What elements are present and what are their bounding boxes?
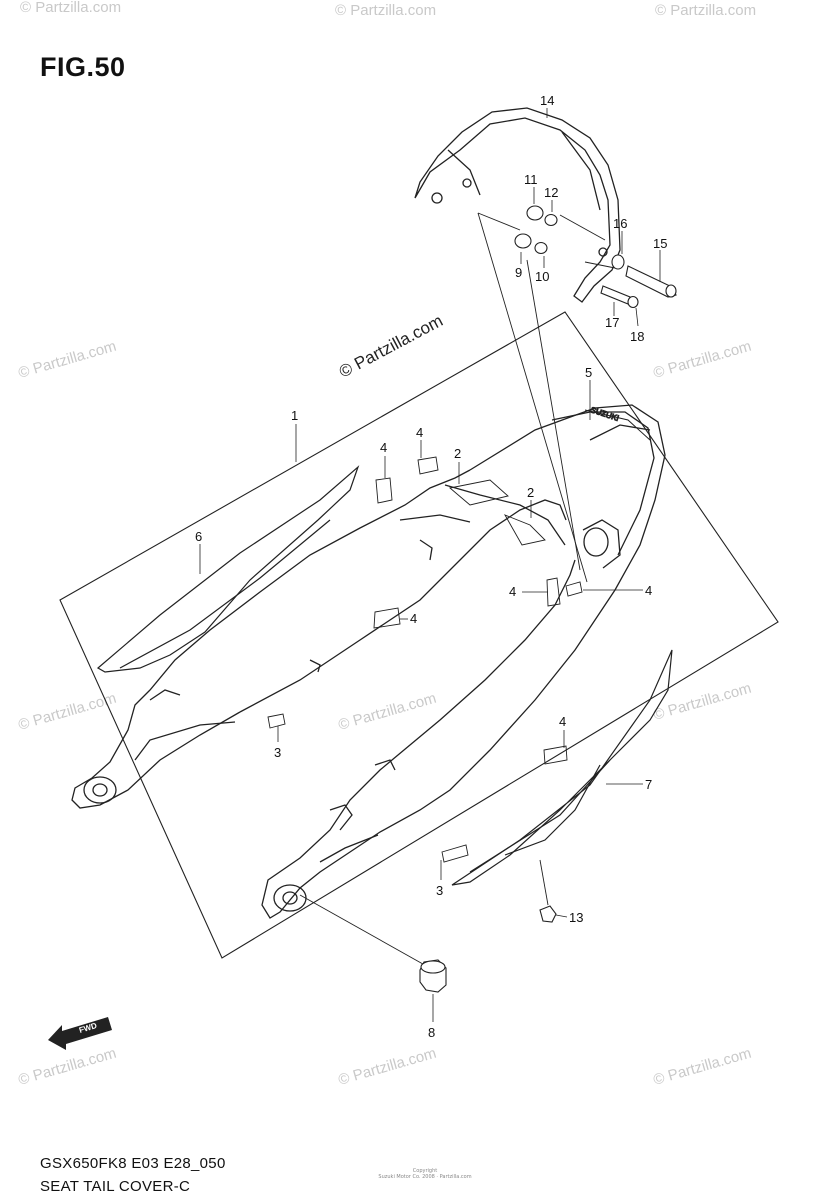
sticker-part-4 [565, 581, 583, 597]
emblem-part-2 [503, 514, 546, 546]
copyright-note: Copyright Suzuki Motor Co. 2008 · Partzi… [360, 1168, 490, 1180]
grab-rail-part-14 [414, 107, 621, 303]
callout-3: 3 [436, 883, 443, 898]
callout-10: 10 [535, 269, 549, 284]
washer-part-16 [611, 254, 625, 270]
callout-4: 4 [416, 425, 423, 440]
svg-text:SUZUKI: SUZUKI [589, 405, 620, 423]
callout-4: 4 [559, 714, 566, 729]
collar-part-10 [534, 241, 548, 255]
sticker-part-4 [417, 456, 439, 475]
section-title: SEAT TAIL COVER-C [40, 1178, 191, 1195]
sticker-part-3 [267, 713, 286, 729]
sticker-part-4 [546, 577, 561, 607]
model-code: GSX650FK8 E03 E28_050 [40, 1155, 226, 1172]
callout-8: 8 [428, 1025, 435, 1040]
sticker-part-3 [441, 844, 469, 863]
callout-16: 16 [613, 216, 627, 231]
assembly-outline-box [59, 311, 779, 959]
sticker-part-4 [373, 607, 401, 629]
fasteners [514, 205, 677, 309]
watermark: © Partzilla.com [336, 690, 438, 734]
leader-lines [199, 108, 661, 1022]
emblem-part-2 [449, 479, 509, 506]
callout-9: 9 [515, 265, 522, 280]
callout-7: 7 [645, 777, 652, 792]
guide-lines [299, 212, 616, 969]
watermark: © Partzilla.com [651, 338, 753, 382]
watermark: © Partzilla.com [20, 0, 121, 16]
copyright-line: Copyright [412, 1168, 438, 1174]
callout-11: 11 [524, 172, 538, 187]
callout-5: 5 [585, 365, 592, 380]
watermark: © Partzilla.com [651, 680, 753, 724]
callout-14: 14 [540, 93, 554, 108]
callout-4: 4 [380, 440, 387, 455]
watermark: © Partzilla.com [651, 1045, 753, 1089]
watermark-layer: © Partzilla.com © Partzilla.com © Partzi… [16, 0, 756, 1089]
callout-18: 18 [630, 329, 644, 344]
main-watermark: © Partzilla.com [336, 311, 446, 382]
small-parts [419, 905, 557, 993]
callout-17: 17 [605, 315, 619, 330]
side-covers [96, 465, 673, 886]
callout-4: 4 [410, 611, 417, 626]
forward-arrow-icon: FWD [48, 1017, 112, 1050]
callout-15: 15 [653, 236, 667, 251]
watermark: © Partzilla.com [335, 2, 436, 19]
sticker-part-4 [375, 477, 393, 504]
watermark: © Partzilla.com [336, 1045, 438, 1089]
callout-1: 1 [291, 408, 298, 423]
callout-4: 4 [645, 583, 652, 598]
grommet-part-11 [526, 205, 544, 221]
callout-3: 3 [274, 745, 281, 760]
watermark: © Partzilla.com [655, 2, 756, 19]
tail-cover-part-1 [71, 404, 666, 919]
washer-part-18 [627, 295, 639, 309]
side-cover-part-7 [451, 649, 673, 886]
callout-2: 2 [454, 446, 461, 461]
side-cover-part-6 [96, 465, 360, 673]
callout-13: 13 [569, 910, 583, 925]
callout-4: 4 [509, 584, 516, 599]
figure-title: FIG.50 [40, 52, 126, 82]
watermark: © Partzilla.com [16, 1045, 118, 1089]
decals [267, 456, 583, 863]
bolt-part-17 [600, 285, 631, 305]
callout-12: 12 [544, 185, 558, 200]
callout-6: 6 [195, 529, 202, 544]
collar-part-12 [544, 213, 558, 227]
callout-2: 2 [527, 485, 534, 500]
sticker-part-4 [543, 745, 568, 765]
nut-part-13 [539, 905, 557, 923]
grommet-part-9 [514, 233, 532, 249]
callout-labels: 1 2 2 3 3 4 4 4 4 4 4 5 6 7 8 9 10 11 12… [195, 93, 667, 1040]
copyright-line: Suzuki Motor Co. 2008 · Partzilla.com [378, 1174, 472, 1180]
watermark: © Partzilla.com [16, 338, 118, 382]
